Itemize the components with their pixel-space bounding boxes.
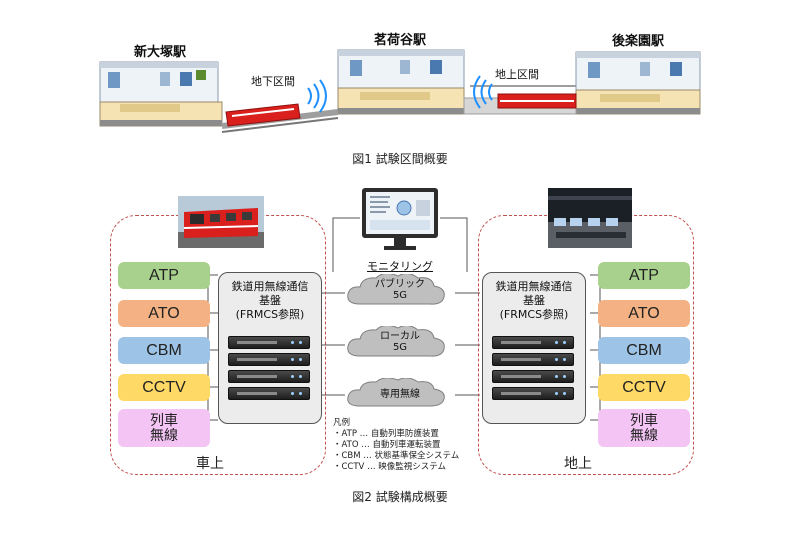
radio-wave-icon xyxy=(473,75,493,109)
ground-base-title-line1: 鉄道用無線通信 xyxy=(495,280,573,293)
cloud-public-5g-line1: パブリック xyxy=(375,279,425,290)
ground-base-title-line3: (FRMCS参照) xyxy=(499,308,569,321)
station-label-korakuen: 後楽園駅 xyxy=(611,34,664,49)
train-surface xyxy=(497,93,577,109)
cloud-local-5g-line2: 5G xyxy=(392,342,408,353)
ground-atp-box: ATP xyxy=(598,262,690,289)
onboard-base-title-line3: (FRMCS参照) xyxy=(235,308,305,321)
train-photo xyxy=(178,196,264,248)
server-unit xyxy=(492,370,574,383)
cloud-local-5g xyxy=(347,326,445,357)
onboard-atp-label: ATP xyxy=(149,266,179,284)
route-illustration xyxy=(99,49,701,133)
legend-title: 凡例 xyxy=(333,418,351,428)
legend-item-ato: ・ATO … 自動列車運転装置 xyxy=(333,440,441,450)
figure1-caption: 図1 試験区間概要 xyxy=(352,152,448,166)
cloud-public-5g-label: パブリック 5G xyxy=(342,279,458,301)
onboard-train-radio-box: 列車 無線 xyxy=(118,409,210,447)
server-unit xyxy=(228,370,310,383)
ground-base-title-line2: 基盤 xyxy=(523,294,545,307)
ground-cctv-box: CCTV xyxy=(598,374,690,401)
station-building-myogadani xyxy=(337,49,465,115)
server-unit xyxy=(228,353,310,366)
ground-cctv-label: CCTV xyxy=(622,378,666,396)
cloud-public-5g-line2: 5G xyxy=(392,290,408,301)
ground-ato-box: ATO xyxy=(598,300,690,327)
onboard-cctv-box: CCTV xyxy=(118,374,210,401)
server-unit xyxy=(228,387,310,400)
station-building-shin-otsuka xyxy=(99,61,223,127)
onboard-ato-label: ATO xyxy=(148,304,180,322)
monitoring-label: モニタリング xyxy=(367,260,433,273)
control-room-photo xyxy=(548,188,632,248)
ground-atp-label: ATP xyxy=(629,266,659,284)
radio-wave-icon xyxy=(307,79,327,113)
server-unit xyxy=(492,336,574,349)
figure2-caption: 図2 試験構成概要 xyxy=(352,490,448,504)
onboard-base-title-line1: 鉄道用無線通信 xyxy=(231,280,309,293)
station-building-korakuen xyxy=(575,51,701,115)
station-label-shin-otsuka: 新大塚駅 xyxy=(133,45,186,60)
legend-item-cctv: ・CCTV … 映像監視システム xyxy=(333,462,447,472)
cloud-dedicated-radio-label: 専用無線 xyxy=(342,389,458,400)
onboard-cbm-label: CBM xyxy=(146,341,182,359)
onboard-atp-box: ATP xyxy=(118,262,210,289)
server-unit xyxy=(492,353,574,366)
cloud-local-5g-label: ローカル 5G xyxy=(342,331,458,353)
ground-label: 地上 xyxy=(564,456,592,472)
onboard-ato-box: ATO xyxy=(118,300,210,327)
ground-server-rack xyxy=(492,336,574,400)
section-label-surface: 地上区間 xyxy=(495,68,539,81)
ground-cbm-label: CBM xyxy=(626,341,662,359)
legend: 凡例 ・ATP … 自動列車防護装置 ・ATO … 自動列車運転装置 ・CBM … xyxy=(333,418,459,473)
ground-cbm-box: CBM xyxy=(598,337,690,364)
cloud-local-5g-line1: ローカル xyxy=(380,331,420,342)
monitor-icon xyxy=(362,188,438,250)
legend-item-atp: ・ATP … 自動列車防護装置 xyxy=(333,429,439,439)
ground-train-radio-label: 列車 無線 xyxy=(630,412,658,443)
ground-ato-label: ATO xyxy=(628,304,660,322)
onboard-base-title-line2: 基盤 xyxy=(259,294,281,307)
ground-train-radio-box: 列車 無線 xyxy=(598,409,690,447)
legend-item-cbm: ・CBM … 状態基準保全システム xyxy=(333,451,460,461)
onboard-cbm-box: CBM xyxy=(118,337,210,364)
section-label-underground: 地下区間 xyxy=(251,75,295,88)
station-label-myogadani: 茗荷谷駅 xyxy=(373,33,426,48)
onboard-train-radio-label: 列車 無線 xyxy=(150,412,178,443)
cloud-dedicated-radio xyxy=(347,378,445,407)
onboard-server-rack xyxy=(228,336,310,400)
onboard-label: 車上 xyxy=(196,456,224,472)
cloud-public-5g xyxy=(347,274,445,305)
onboard-cctv-label: CCTV xyxy=(142,378,186,396)
server-unit xyxy=(228,336,310,349)
server-unit xyxy=(492,387,574,400)
cloud-dedicated-radio-line1: 専用無線 xyxy=(380,389,420,400)
train-underground xyxy=(225,103,301,127)
